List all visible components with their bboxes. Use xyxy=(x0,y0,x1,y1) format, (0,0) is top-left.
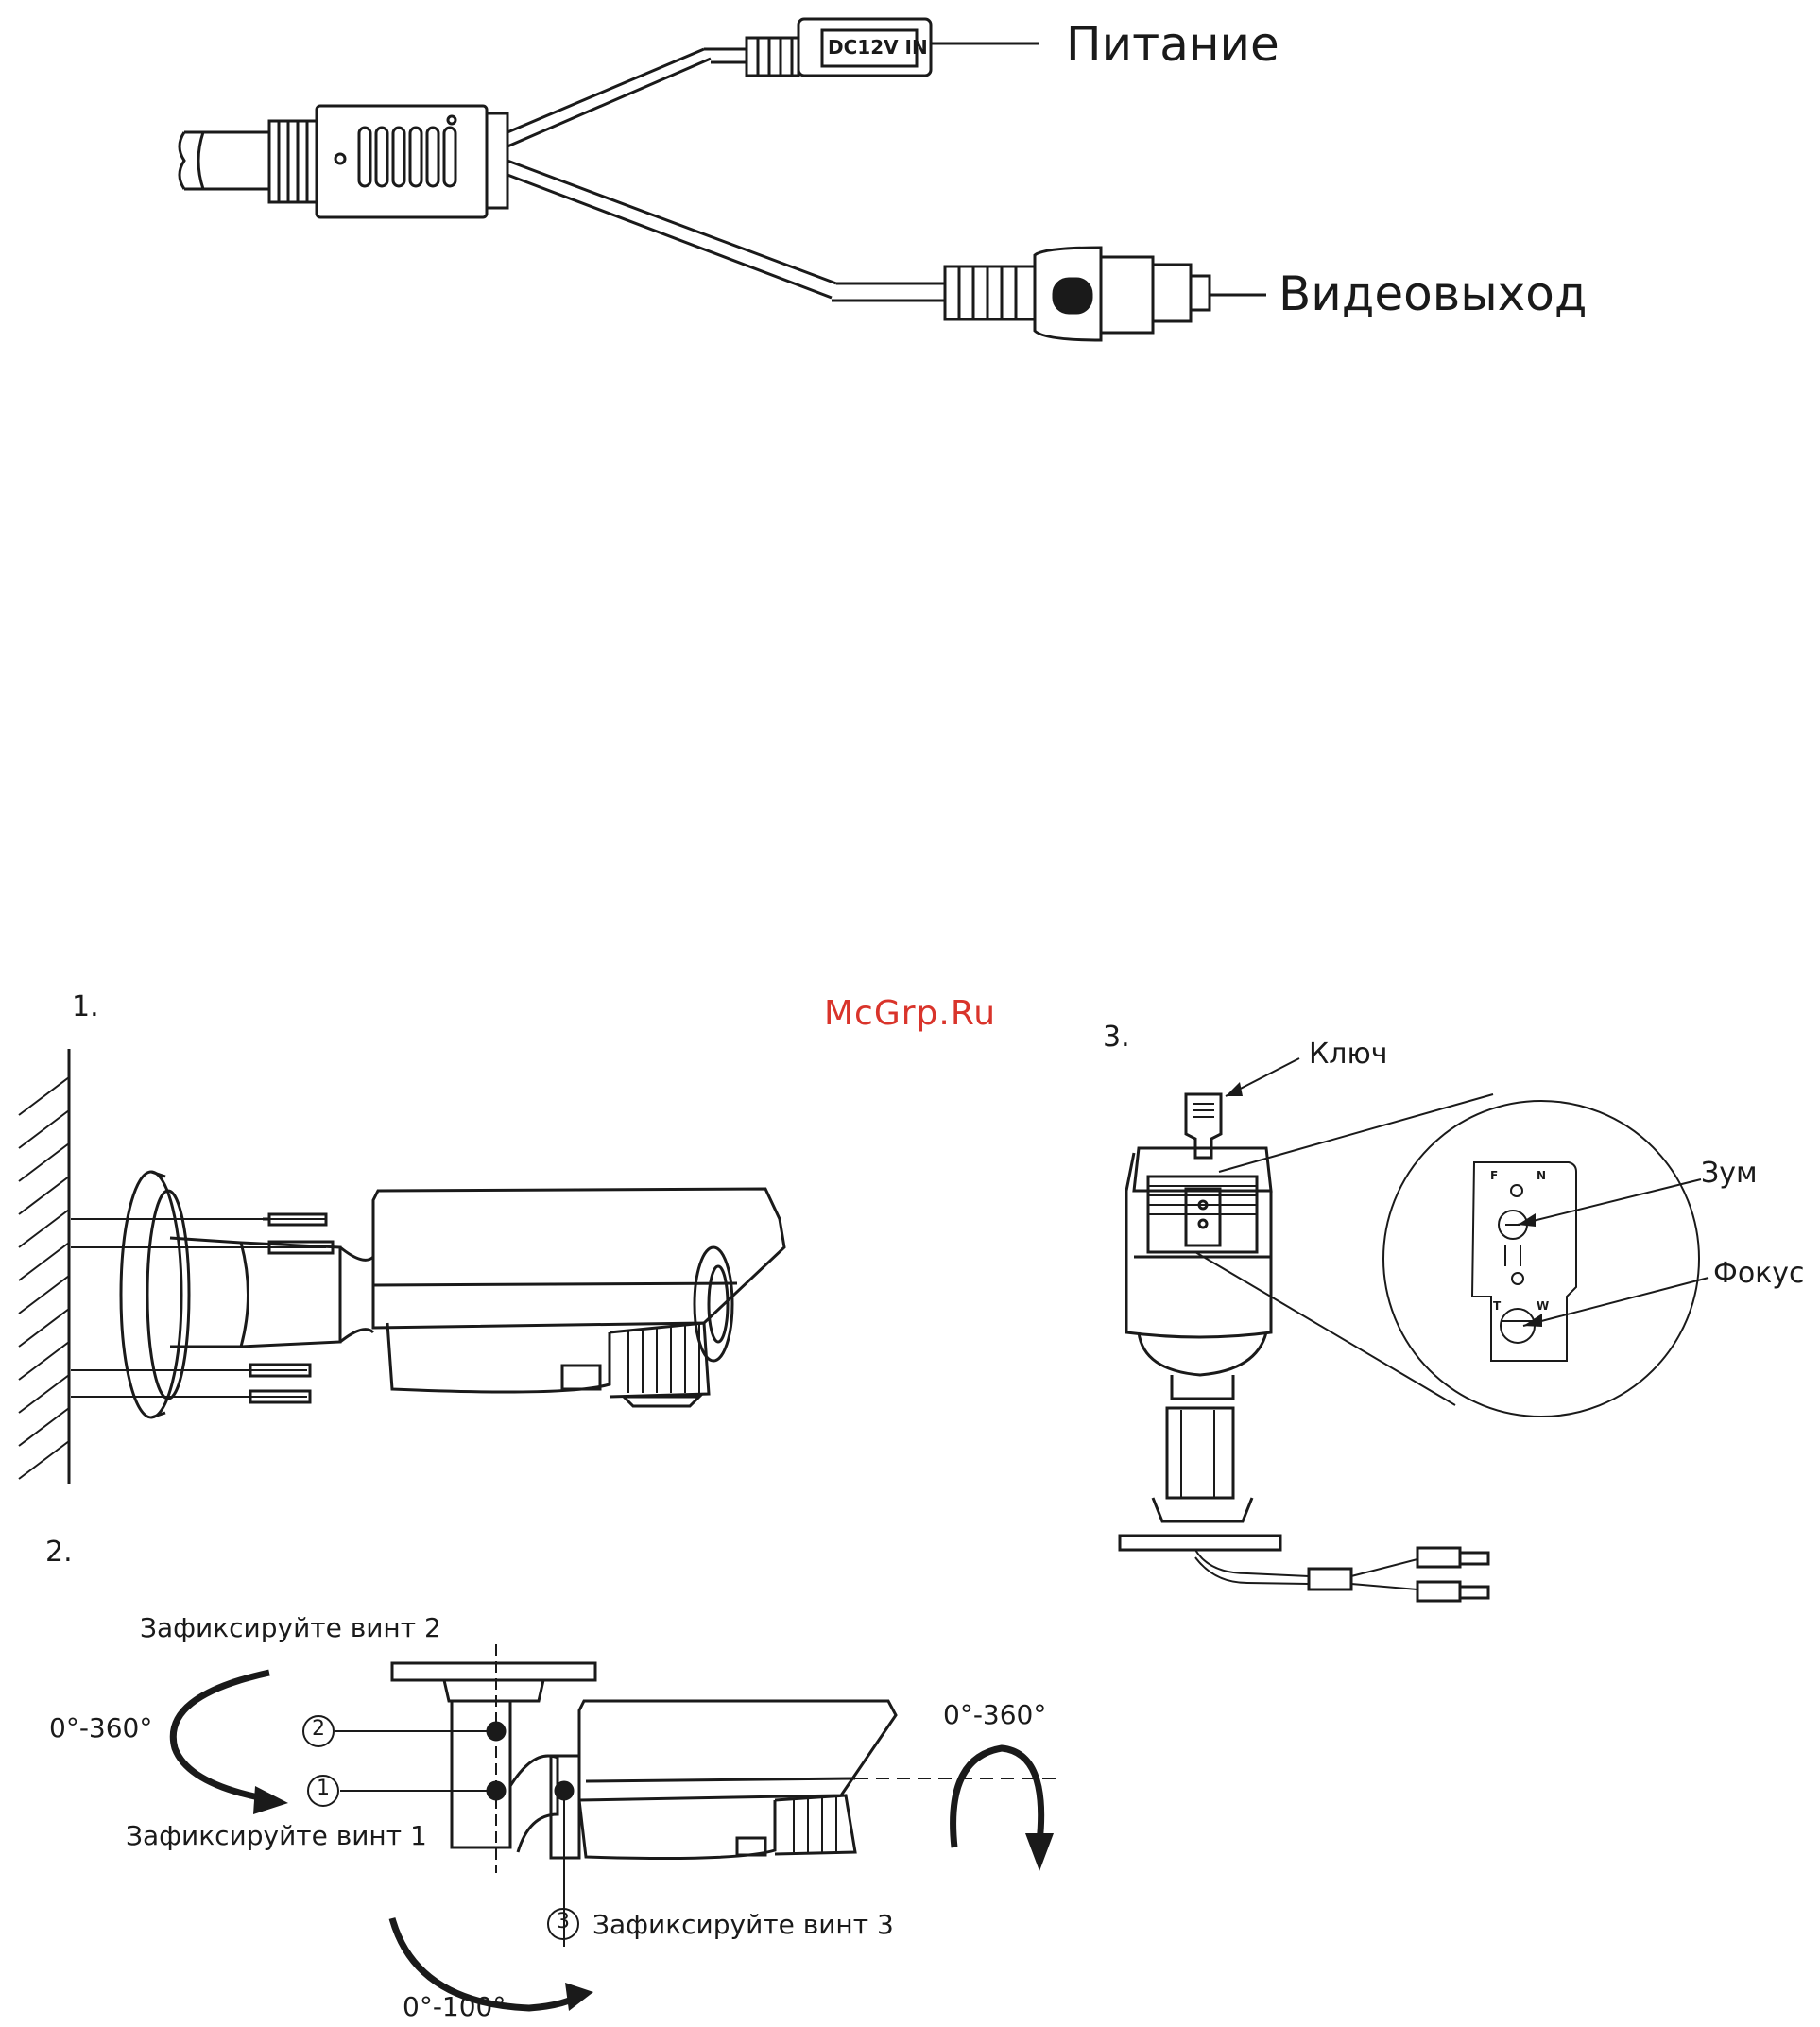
marker-1: 1 xyxy=(315,1777,332,1800)
marker-3: 3 xyxy=(555,1910,572,1933)
lens-mark-t: T xyxy=(1493,1299,1501,1313)
screw-2-label: Зафиксируйте винт 2 xyxy=(140,1612,441,1643)
screw-3-label: Зафиксируйте винт 3 xyxy=(592,1909,894,1940)
zoom-label: Зум xyxy=(1701,1157,1758,1190)
pan-range-label: 0°-360° xyxy=(49,1712,152,1744)
heatsink-fins xyxy=(628,1324,699,1393)
step-1-number: 1. xyxy=(72,990,99,1023)
grip-slots xyxy=(359,128,455,186)
lens-mark-w: W xyxy=(1537,1299,1549,1313)
lens-adjustment-figure xyxy=(1120,1058,1708,1601)
watermark: McGrp.Ru xyxy=(824,994,996,1033)
wall-mount-figure xyxy=(19,1049,784,1484)
key-label: Ключ xyxy=(1309,1038,1387,1071)
rotate-range-label: 0°-360° xyxy=(943,1699,1046,1730)
video-label: Видеовыход xyxy=(1279,266,1587,321)
lens-detail-circle xyxy=(1383,1101,1699,1417)
screw-1-label: Зафиксируйте винт 1 xyxy=(126,1820,427,1851)
pan-arrow xyxy=(173,1673,274,1800)
lens-mark-n: N xyxy=(1537,1169,1546,1182)
lens-mark-f: F xyxy=(1490,1169,1498,1182)
power-plug-text: DC12V IN xyxy=(828,36,928,59)
rotate-arrow xyxy=(953,1748,1041,1847)
tilt-range-label: 0°-100° xyxy=(403,1991,506,2022)
marker-2: 2 xyxy=(310,1717,327,1741)
focus-label: Фокус xyxy=(1713,1257,1805,1290)
wall-hatching xyxy=(19,1077,69,1479)
step-2-number: 2. xyxy=(45,1536,73,1569)
screw-3-point xyxy=(556,1782,573,1799)
mounting-screws xyxy=(71,1214,333,1402)
power-label: Питание xyxy=(1066,17,1279,72)
step-3-number: 3. xyxy=(1103,1021,1130,1054)
